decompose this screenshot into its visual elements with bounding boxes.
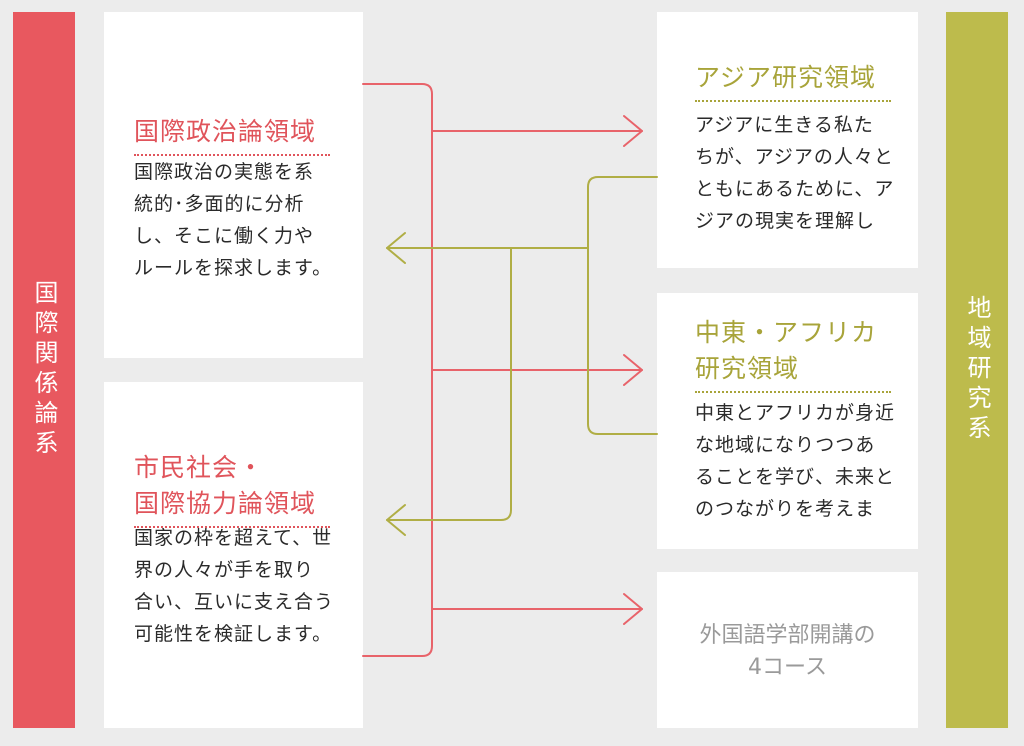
politics-desc: 国際政治の実態を系 統的･多面的に分析 し、そこに働く力や ルールを探求します。	[134, 161, 333, 279]
area-studies-bar: 地域研究系	[946, 12, 1008, 728]
red-bracket	[362, 83, 433, 657]
politics-title: 国際政治論領域	[134, 114, 330, 156]
civil-society-card: 市民社会・ 国際協力論領域 国家の枠を超えて、世 界の人々が手を取り 合い、互い…	[104, 382, 363, 728]
language-courses-text: 外国語学部開講の 4コース	[699, 623, 876, 680]
olive-arrow-to-civil	[386, 504, 406, 536]
mideast-africa-title: 中東・アフリカ 研究領域	[695, 315, 891, 393]
olive-connectors	[386, 176, 658, 536]
olive-line-to-civil	[386, 247, 512, 521]
asia-title: アジア研究領域	[695, 60, 891, 102]
language-courses-card: 外国語学部開講の 4コース	[657, 572, 918, 728]
international-relations-label: 国際関係論系	[30, 280, 58, 460]
international-relations-bar: 国際関係論系	[13, 12, 75, 728]
asia-desc: アジアに生きる私た ちが、アジアの人々と ともにあるために、ア ジアの現実を理解…	[695, 114, 895, 232]
red-arrow-to-lang	[623, 593, 643, 625]
olive-arrow-to-politics	[386, 232, 406, 264]
politics-card: 国際政治論領域 国際政治の実態を系 統的･多面的に分析 し、そこに働く力や ルー…	[104, 12, 363, 358]
red-arrow-to-mideast	[623, 354, 643, 386]
mideast-africa-desc: 中東とアフリカが身近 な地域になりつつあ ることを学び、未来と のつながりを考え…	[695, 402, 896, 520]
area-studies-label: 地域研究系	[963, 295, 991, 445]
red-arrow-to-asia	[623, 115, 643, 147]
asia-card: アジア研究領域 アジアに生きる私た ちが、アジアの人々と ともにあるために、ア …	[657, 12, 918, 268]
civil-society-title: 市民社会・ 国際協力論領域	[134, 450, 330, 528]
red-connectors	[362, 83, 643, 657]
civil-society-desc: 国家の枠を超えて、世 界の人々が手を取り 合い、互いに支え合う 可能性を検証しま…	[134, 527, 335, 645]
olive-bracket	[587, 176, 658, 435]
mideast-africa-card: 中東・アフリカ 研究領域 中東とアフリカが身近 な地域になりつつあ ることを学び…	[657, 293, 918, 549]
